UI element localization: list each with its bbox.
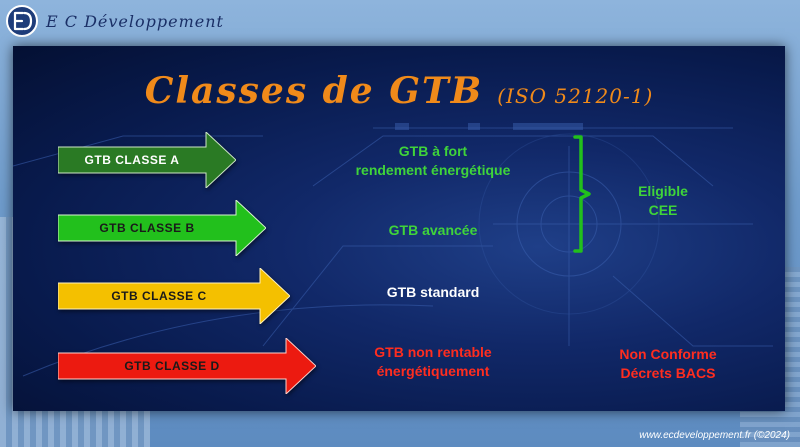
- title-main: Classes de GTB: [144, 70, 484, 112]
- class-d-arrow: GTB CLASSE D: [58, 338, 316, 394]
- class-d-description-line2: énergétiquement: [376, 363, 490, 379]
- slide-panel: Classes de GTB (ISO 52120-1) GTB CLASSE A…: [13, 46, 785, 411]
- class-b-arrow: GTB CLASSE B: [58, 200, 266, 256]
- brand-name: E C Développement: [46, 11, 224, 31]
- title-standard: (ISO 52120-1): [497, 84, 654, 108]
- eligible-line1: Eligible: [638, 183, 688, 199]
- ecd-logo-icon: [6, 5, 38, 37]
- non-conform-line2: Décrets BACS: [620, 365, 716, 381]
- class-d-description-line1: GTB non rentable: [374, 344, 492, 360]
- footer-website-link[interactable]: www.ecdeveloppement.fr (©2024): [639, 430, 790, 441]
- class-a-label: GTB CLASSE A: [84, 153, 180, 167]
- brand-header: E C Développement: [6, 4, 224, 38]
- class-b-label: GTB CLASSE B: [99, 221, 195, 235]
- eligible-cee-label: Eligible CEE: [613, 182, 713, 220]
- class-d-label: GTB CLASSE D: [124, 359, 220, 373]
- non-conform-line1: Non Conforme: [619, 346, 717, 362]
- class-d-description: GTB non rentable énergétiquement: [338, 343, 528, 381]
- non-conform-label: Non Conforme Décrets BACS: [603, 345, 733, 383]
- class-c-arrow: GTB CLASSE C: [58, 268, 290, 324]
- eligible-bracket-icon: [573, 135, 591, 253]
- class-c-label: GTB CLASSE C: [111, 289, 207, 303]
- class-a-description-line1: GTB à fort: [398, 143, 468, 159]
- class-a-arrow: GTB CLASSE A: [58, 132, 236, 188]
- class-a-description: GTB à fort rendement énergétique: [338, 142, 528, 180]
- eligible-line2: CEE: [648, 202, 678, 218]
- class-a-description-line2: rendement énergétique: [355, 162, 511, 178]
- class-b-description: GTB avancée: [388, 222, 478, 238]
- class-c-description: GTB standard: [386, 284, 480, 300]
- slide-title: Classes de GTB (ISO 52120-1): [13, 70, 785, 112]
- background-technical-drawing: [13, 123, 773, 377]
